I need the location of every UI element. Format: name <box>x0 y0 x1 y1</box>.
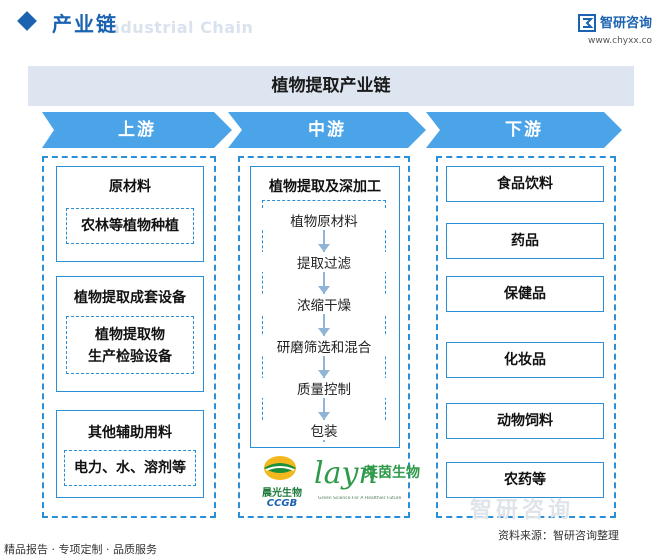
downstream-item: 农药等 <box>446 462 604 498</box>
layn-tagline: Green Science For A Healthier Future <box>318 496 402 501</box>
ccgb-logo-icon <box>264 456 296 480</box>
process-step: 植物原材料 <box>262 210 386 230</box>
ccgb-en-name: CCGB <box>266 498 298 509</box>
auxiliary-item: 电力、水、溶剂等 <box>64 450 196 486</box>
brand-name: 智研咨询 <box>600 16 652 31</box>
stage-upstream: 上游 <box>42 112 232 148</box>
arrow-down-icon <box>318 286 330 294</box>
brand-logo-icon <box>578 14 596 32</box>
process-step: 包装 <box>262 420 386 440</box>
process-step: 研磨筛选和混合 <box>262 336 386 356</box>
stage-upstream-label: 上游 <box>118 120 156 140</box>
downstream-item: 化妆品 <box>446 342 604 378</box>
arrow-down-icon <box>318 370 330 378</box>
stage-midstream-label: 中游 <box>308 120 346 140</box>
arrow-shape-icon <box>426 112 622 148</box>
watermark-text: 智研咨询 <box>470 498 575 523</box>
brand-url: www.chyxx.com <box>588 36 652 46</box>
header-ghost-text: Industrial Chain <box>102 18 254 37</box>
equipment-item-box <box>66 316 194 374</box>
stage-midstream: 中游 <box>228 112 426 148</box>
page-title: 产业链 <box>52 12 118 36</box>
downstream-item: 动物饲料 <box>446 403 604 439</box>
process-step: 提取过滤 <box>262 252 386 272</box>
diagram-title-band <box>28 66 634 106</box>
equipment-item-line1: 植物提取物 <box>95 327 165 343</box>
process-step: 质量控制 <box>262 378 386 398</box>
auxiliary-title: 其他辅助用料 <box>88 425 172 441</box>
raw-material-title: 原材料 <box>109 179 151 195</box>
diagram-title: 植物提取产业链 <box>271 76 391 96</box>
downstream-item: 保健品 <box>446 276 604 312</box>
stage-downstream: 下游 <box>426 112 622 148</box>
arrow-down-icon <box>318 328 330 336</box>
process-step: 浓缩干燥 <box>262 294 386 314</box>
arrow-shape-icon <box>42 112 232 148</box>
equipment-item-line2: 生产检验设备 <box>88 349 172 365</box>
footer-tagline: 精品报告 · 专项定制 · 品质服务 <box>4 543 157 556</box>
downstream-column <box>436 156 616 518</box>
source-note: 资料来源：智研咨询整理 <box>498 529 619 542</box>
downstream-item: 食品饮料 <box>446 166 604 202</box>
downstream-item: 药品 <box>446 223 604 259</box>
layn-cn-name: 莱茵生物 <box>364 465 420 481</box>
layn-logo-mark: layn <box>314 456 378 491</box>
process-title: 植物提取及深加工 <box>269 179 381 195</box>
equipment-title: 植物提取成套设备 <box>74 290 186 306</box>
arrow-down-icon <box>318 412 330 420</box>
ccgb-cn-name: 晨光生物 <box>262 488 302 499</box>
raw-material-item: 农林等植物种植 <box>66 208 194 244</box>
stage-downstream-label: 下游 <box>505 120 543 140</box>
header-bar <box>0 0 652 52</box>
arrow-down-icon <box>318 244 330 252</box>
arrow-shape-icon <box>228 112 426 148</box>
